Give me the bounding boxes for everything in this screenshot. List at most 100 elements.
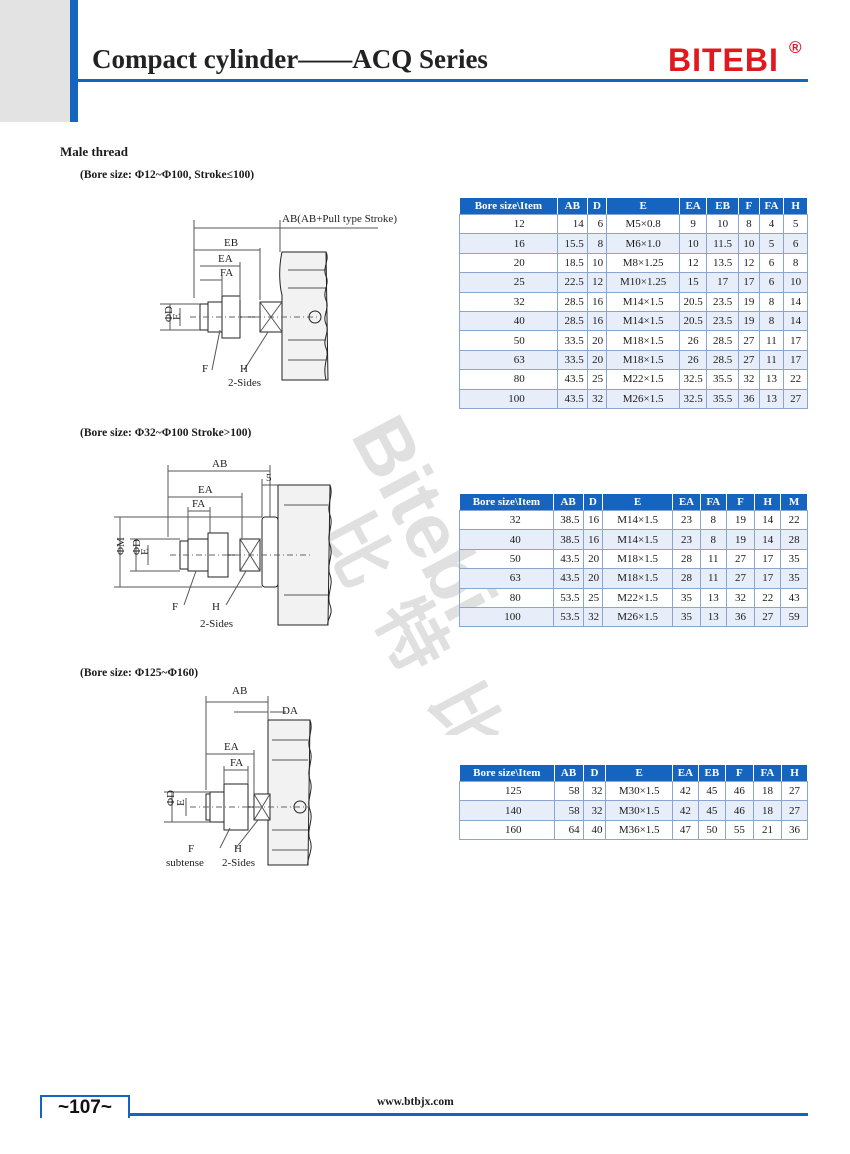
table-2-col-header: H (754, 493, 782, 511)
d2-five-label: 5 (266, 472, 272, 484)
table-cell: 50 (459, 548, 554, 570)
section-title: Male thread (60, 144, 128, 159)
table-cell: 32 (459, 509, 554, 531)
table-cell: M14×1.5 (602, 509, 674, 531)
table-cell: 21 (752, 819, 782, 841)
table-cell: 20 (459, 252, 558, 274)
table-1-col-header: EA (679, 197, 707, 215)
table-cell: 28 (672, 568, 701, 589)
table-cell: 27 (725, 568, 756, 589)
table-3-col-header: AB (553, 764, 584, 782)
table-cell: 100 (459, 606, 554, 628)
table-cell: 11 (699, 548, 727, 570)
table-cell: 43.5 (552, 568, 584, 589)
table-cell: 27 (725, 548, 756, 570)
d1-fa-label: FA (220, 267, 233, 279)
table-cell: 10 (738, 233, 760, 254)
d1-e-label: E (171, 313, 183, 320)
table-cell: M30×1.5 (605, 800, 673, 821)
table-cell: 27 (780, 780, 809, 802)
table-cell: 13 (699, 606, 727, 628)
table-cell: M26×1.5 (606, 388, 681, 409)
table-2-col-header: E (602, 493, 674, 511)
table-cell: 32 (738, 369, 760, 390)
table-cell: 8 (783, 252, 808, 274)
table-1-col-header: E (606, 197, 681, 215)
table-cell: 11 (758, 349, 785, 371)
table-cell: 63 (459, 349, 558, 371)
table-cell: 15.5 (556, 233, 588, 254)
page-title: Compact cylinder——ACQ Series (92, 44, 488, 74)
table-cell: M22×1.5 (606, 369, 681, 390)
table-cell: 80 (459, 369, 558, 390)
table-cell: M14×1.5 (602, 529, 674, 550)
table-3-col-header: F (724, 764, 754, 782)
table-cell: 19 (725, 529, 756, 550)
table-1-col-header: EB (705, 197, 740, 215)
table-cell: 10 (705, 213, 740, 235)
table-cell: 8 (758, 291, 785, 312)
table-cell: 17 (754, 568, 782, 589)
table-cell: 27 (780, 800, 809, 821)
table-cell: 32 (459, 291, 558, 312)
table-cell: 35 (672, 606, 701, 628)
table-cell: M14×1.5 (606, 291, 681, 312)
d1-ea-label: EA (218, 253, 233, 265)
table-cell: 20 (586, 349, 608, 371)
footer-divider (40, 1113, 808, 1116)
table-cell: 40 (459, 529, 554, 550)
header-divider (78, 79, 808, 82)
table-cell: 25 (582, 587, 604, 608)
table-cell: 140 (459, 800, 555, 821)
table-2-col-header: EA (672, 493, 701, 511)
table-cell: M22×1.5 (602, 587, 674, 608)
table-cell: 28.5 (705, 349, 740, 371)
table-cell: 32 (582, 800, 607, 821)
table-cell: M18×1.5 (602, 548, 674, 570)
table-cell: 58 (553, 800, 584, 821)
table-cell: 16 (586, 310, 608, 332)
table-cell: 28.5 (556, 291, 588, 312)
table-cell: 11 (758, 330, 785, 351)
table-cell: 6 (758, 252, 785, 274)
table-cell: 42 (671, 780, 699, 802)
page-number: ~107~ (40, 1095, 130, 1118)
table-cell: 20 (582, 568, 604, 589)
table-cell: 80 (459, 587, 554, 608)
d3-fa-label: FA (230, 757, 243, 769)
table-1-col-header: FA (758, 197, 785, 215)
table-cell: 11 (699, 568, 727, 589)
table-cell: 18.5 (556, 252, 588, 274)
d2-f-label: F (172, 601, 178, 613)
table-cell: 35.5 (705, 369, 740, 390)
table-cell: 16 (459, 233, 558, 254)
table-cell: 17 (705, 272, 740, 293)
d2-ea-label: EA (198, 484, 213, 496)
d1-sides-label: 2-Sides (228, 377, 261, 389)
table-cell: 50 (459, 330, 558, 351)
table-cell: 40 (459, 310, 558, 332)
table-cell: 14 (556, 213, 588, 235)
table-cell: 12 (679, 252, 707, 274)
table-cell: 125 (459, 780, 555, 802)
table-cell: 25 (459, 272, 558, 293)
table-cell: 53.5 (552, 606, 584, 628)
table-cell: 8 (586, 233, 608, 254)
table-cell: 16 (586, 291, 608, 312)
table-cell: 14 (783, 310, 808, 332)
table-cell: 46 (724, 800, 754, 821)
table-cell: 10 (783, 272, 808, 293)
d2-phid-label: ΦD (131, 539, 143, 555)
table-cell: 22.5 (556, 272, 588, 293)
table-cell: 17 (754, 548, 782, 570)
